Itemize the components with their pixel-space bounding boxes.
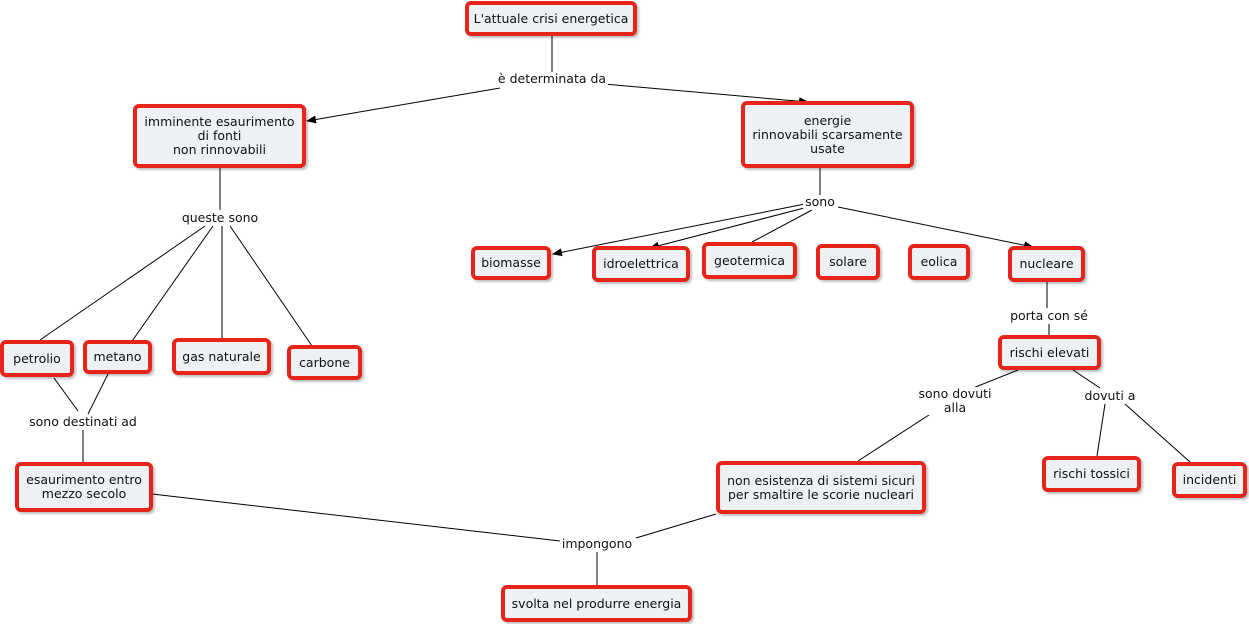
edge-esaurimento-impongono [151, 493, 561, 542]
edge-dovutia-incidenti [1124, 403, 1191, 463]
edge-queste-carbone [229, 225, 313, 347]
link-label-dovuti-a: dovuti a [1082, 388, 1138, 403]
edge-sono-nucleare [837, 206, 1034, 250]
link-label-impongono: impongono [559, 536, 635, 551]
link-label-sono: sono [803, 194, 837, 209]
node-rischi-tossici[interactable]: rischi tossici [1042, 456, 1141, 492]
node-svolta[interactable]: svolta nel produrre energia [501, 585, 692, 622]
link-label-determinata: è determinata da [495, 71, 609, 86]
edge-determinata-energie [603, 83, 809, 106]
edge-metano-destinati [87, 373, 109, 415]
node-solare[interactable]: solare [816, 244, 880, 280]
node-biomasse[interactable]: biomasse [471, 246, 551, 280]
edge-queste-petrolio [39, 225, 206, 341]
edge-queste-metano [129, 225, 214, 345]
node-non-esistenza[interactable]: non esistenza di sistemi sicuri per smal… [716, 461, 926, 514]
node-crisi[interactable]: L'attuale crisi energetica [465, 1, 637, 36]
node-gas-naturale[interactable]: gas naturale [172, 338, 271, 375]
edge-determinata-imminente [306, 87, 501, 124]
node-geotermica[interactable]: geotermica [702, 242, 797, 279]
edge-sono-idroelettrica [649, 206, 809, 250]
node-esaurimento[interactable]: esaurimento entro mezzo secolo [15, 462, 153, 512]
node-nucleare[interactable]: nucleare [1008, 246, 1085, 282]
edge-dovutia-tossici [1096, 403, 1106, 457]
link-label-porta: porta con sé [1008, 308, 1090, 323]
node-energie[interactable]: energie rinnovabili scarsamente usate [741, 101, 914, 168]
node-rischi-elevati[interactable]: rischi elevati [998, 335, 1101, 370]
node-incidenti[interactable]: incidenti [1172, 462, 1247, 498]
link-label-queste-sono: queste sono [179, 210, 261, 225]
node-idroelettrica[interactable]: idroelettrica [592, 246, 690, 282]
node-imminente[interactable]: imminente esaurimento di fonti non rinno… [133, 104, 306, 168]
edge-rischi-dovutia [1072, 369, 1101, 389]
link-label-destinati: sono destinati ad [27, 414, 139, 429]
edge-petrolio-destinati [53, 377, 79, 412]
edge-sono-biomasse [552, 203, 806, 257]
node-carbone[interactable]: carbone [287, 345, 362, 380]
node-metano[interactable]: metano [83, 340, 152, 374]
link-label-dovuti-alla: sono dovuti alla [916, 386, 994, 415]
node-eolica[interactable]: eolica [908, 244, 970, 280]
edge-sono-geotermica [751, 209, 813, 243]
edge-nonesistenza-impongono [635, 513, 717, 539]
node-petrolio[interactable]: petrolio [0, 340, 74, 377]
edge-dovutialla-nonesistenza [857, 412, 933, 462]
